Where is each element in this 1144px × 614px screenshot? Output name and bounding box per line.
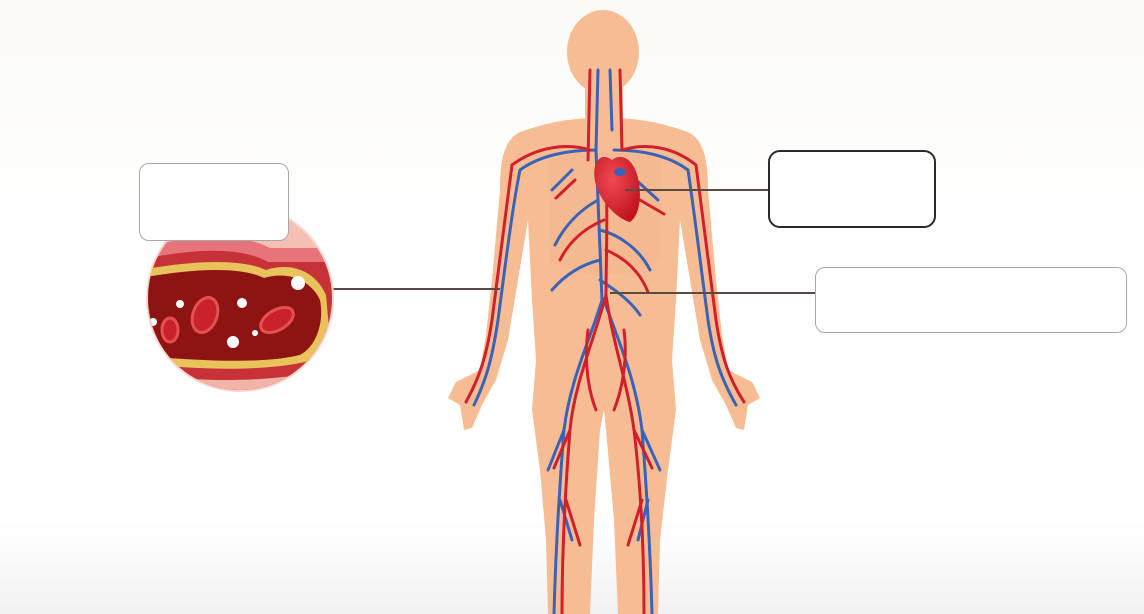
label-box-vessel[interactable]: [139, 163, 289, 241]
label-box-heart[interactable]: [768, 150, 936, 228]
red-blood-cell: [162, 318, 178, 342]
body-silhouette: [448, 10, 760, 614]
label-box-vessels[interactable]: [815, 267, 1127, 333]
